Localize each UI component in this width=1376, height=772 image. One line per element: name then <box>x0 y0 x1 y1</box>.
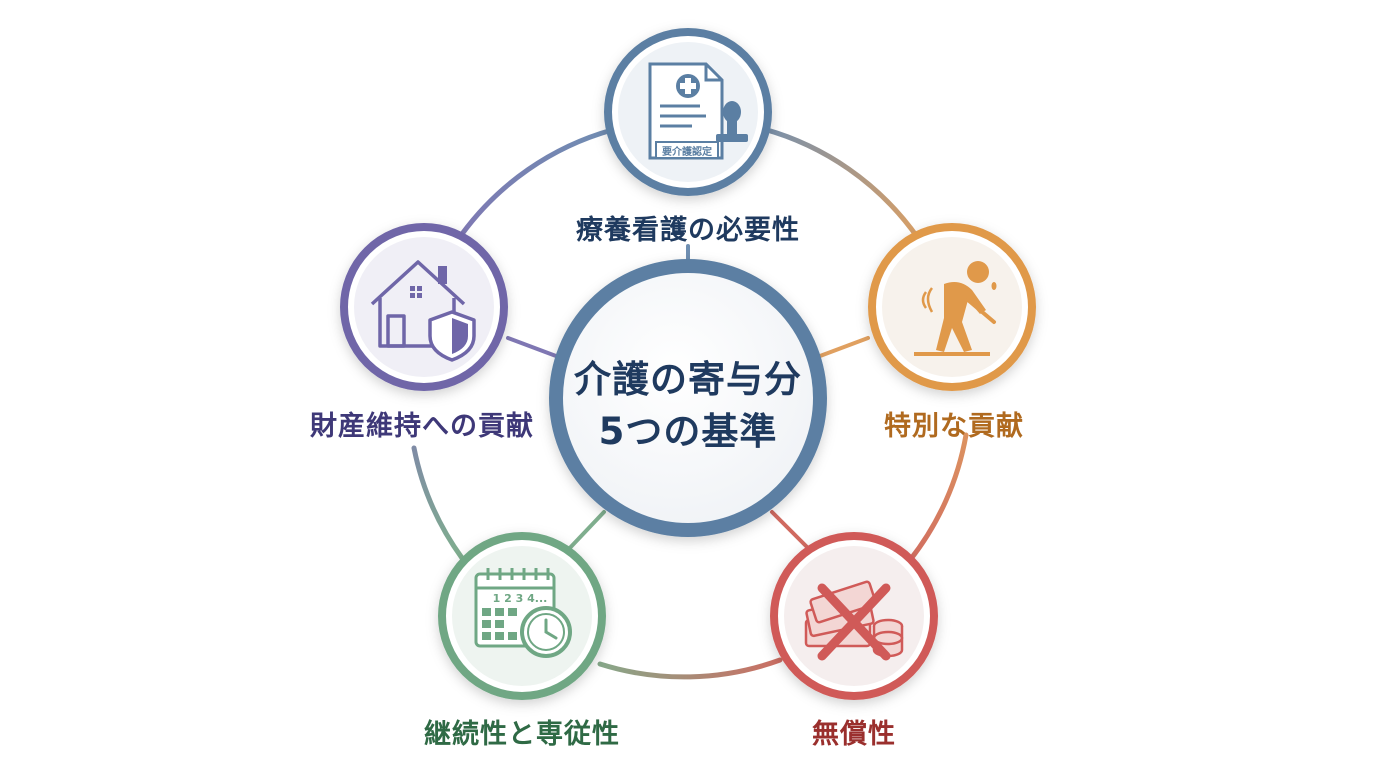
medical-certificate-stamp-icon <box>648 62 748 160</box>
center-title: 介護の寄与分 5つの基準 <box>574 354 802 458</box>
stamp-text: 要介護認定 <box>662 145 712 158</box>
spoke-bottom-left <box>564 510 606 554</box>
ring-arc-left <box>411 445 465 561</box>
calendar-text: 1 2 3 4... <box>493 592 548 605</box>
label-continuity: 継続性と専従性 <box>424 719 620 750</box>
node-asset-maintenance <box>340 223 508 391</box>
node-unpaid <box>770 532 938 700</box>
spoke-bottom-right <box>770 510 810 550</box>
ring-arc-top-right <box>757 125 921 241</box>
center-title-line1: 介護の寄与分 <box>574 358 802 401</box>
node-continuity: 1 2 3 4... <box>438 532 606 700</box>
label-unpaid: 無償性 <box>812 719 896 750</box>
outer-ring <box>411 125 969 680</box>
label-medical-need: 療養看護の必要性 <box>576 215 800 246</box>
node-special-contribution <box>868 223 1036 391</box>
no-money-icon <box>804 580 904 661</box>
center-node <box>549 259 827 537</box>
ring-arc-right <box>907 432 969 563</box>
spoke-right <box>818 336 870 358</box>
label-asset-maintenance: 財産維持への貢献 <box>310 411 534 442</box>
node-medical-need: 要介護認定 <box>604 28 772 196</box>
caregiver-fatigue-icon <box>914 261 997 356</box>
spoke-left <box>506 336 558 358</box>
calendar-clock-icon <box>474 568 572 658</box>
ring-arc-top-left <box>459 127 615 237</box>
house-shield-icon <box>370 260 476 362</box>
ring-arc-bottom <box>597 657 783 680</box>
label-special-contribution: 特別な貢献 <box>884 411 1024 442</box>
center-title-line2: 5つの基準 <box>598 410 778 453</box>
